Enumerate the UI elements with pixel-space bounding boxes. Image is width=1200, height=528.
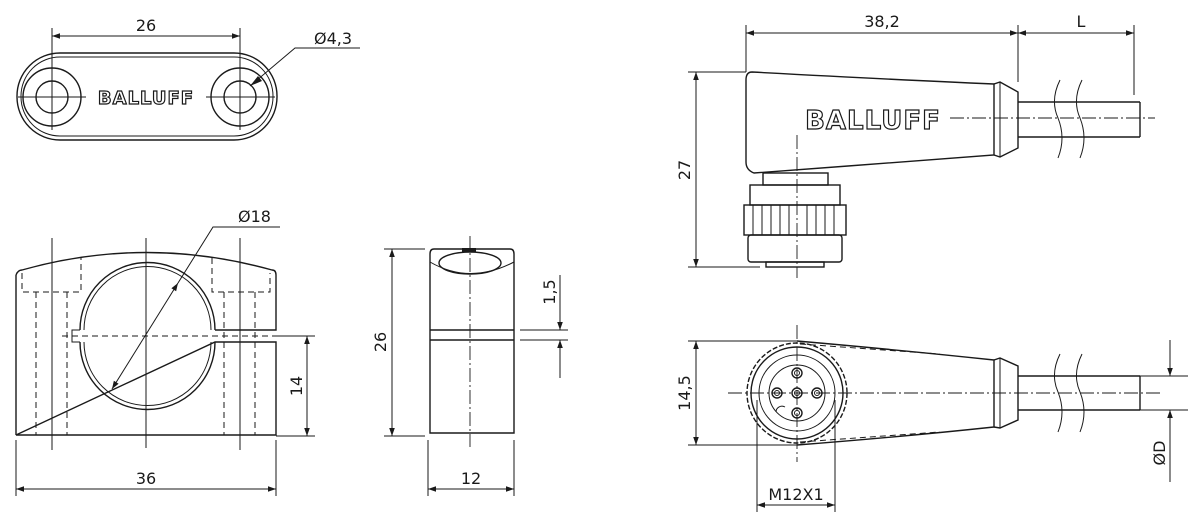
dim-bore-diameter: Ø18 [238,207,271,226]
dim-clip-width-front: 36 [136,469,156,488]
dim-clip-depth: 12 [461,469,481,488]
dim-connector-length: 38,2 [864,12,900,31]
dim-connector-width: 14,5 [675,375,694,411]
dim-slot-width: 1,5 [540,279,559,304]
dim-clip-center-height: 14 [287,376,306,396]
connector-top-view: 14,5 M12X1 ØD [675,325,1188,512]
dim-clip-width-top: 26 [136,16,156,35]
dim-thread-size: M12X1 [768,485,823,504]
brand-logo: BALLUFF [98,88,194,109]
dim-hole-diameter: Ø4,3 [314,29,352,48]
dim-clip-side-height: 26 [371,332,390,352]
connector-side-view: BALLUFF 38,2 L 27 [675,12,1155,278]
clip-top-view: BALLUFF 26 Ø4,3 [16,16,360,141]
dim-cable-length: L [1077,12,1086,31]
connector-brand-logo: BALLUFF [805,106,941,136]
dim-cable-diameter: ØD [1150,441,1169,466]
clip-side-view: 26 1,5 12 [371,236,568,496]
dim-connector-height: 27 [675,160,694,180]
clip-front-view: Ø18 14 36 [15,207,315,496]
